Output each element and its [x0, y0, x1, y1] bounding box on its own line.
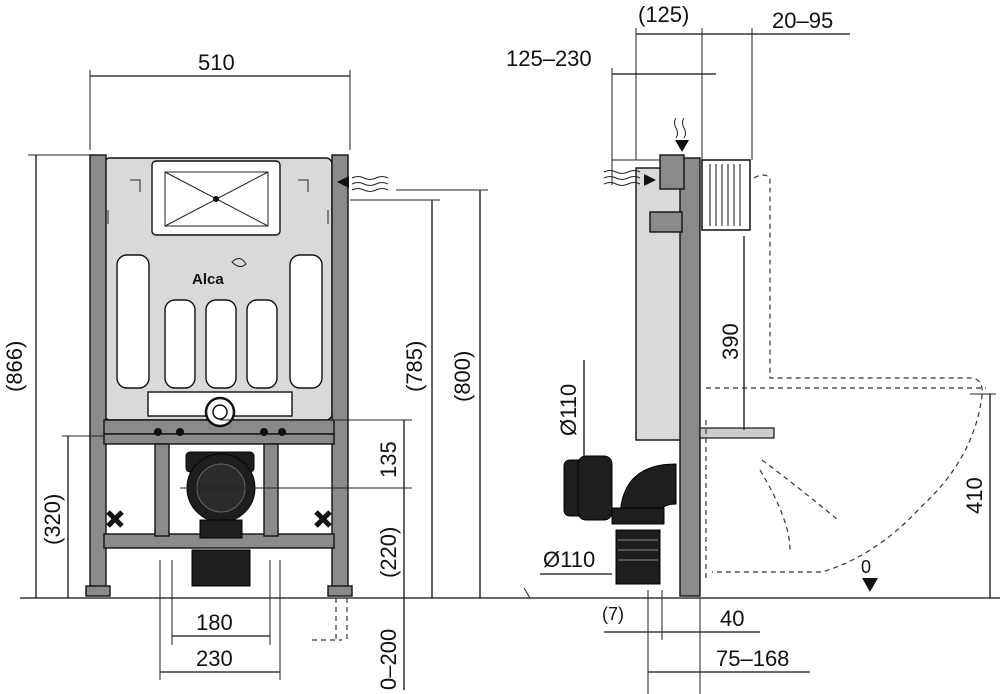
- drain-elbow-flange: [611, 507, 665, 525]
- dim-height-800: (800): [450, 351, 475, 402]
- side-frame-upright: [679, 157, 701, 597]
- top-inlet-arrow-icon: [675, 140, 689, 152]
- bird-logo-icon: [231, 258, 247, 268]
- dim-width-230: 230: [196, 646, 233, 671]
- dim-range-0-200: 0–200: [376, 629, 401, 690]
- frame-left-foot: [85, 585, 111, 597]
- dim-pipe-110-top: Ø110: [556, 384, 581, 436]
- alca-logo: Alca: [192, 271, 224, 288]
- dim-depth-125: (125): [638, 2, 689, 27]
- side-dimensions: (125) 20–95 125–230 390 410 Ø110 Ø110 (7…: [506, 2, 996, 694]
- dim-offset-40: 40: [720, 606, 744, 631]
- dim-width-510: 510: [198, 50, 235, 75]
- wc-mounting-rod: [699, 427, 775, 439]
- dim-range-125-230: 125–230: [506, 46, 592, 71]
- pipe-connector-110-collar: [577, 455, 613, 521]
- drain-pipe-bottom: [191, 549, 251, 587]
- frame-left-upright: [89, 154, 107, 594]
- dim-range-75-168: 75–168: [716, 646, 789, 671]
- dim-height-785: (785): [402, 341, 427, 392]
- frame-crossbar-middle: [103, 433, 335, 445]
- side-top-cap: [659, 154, 685, 190]
- tank-window: [205, 299, 237, 389]
- floor-zero-arrow-icon: [862, 578, 878, 592]
- frame-inner-post: [263, 443, 279, 537]
- side-cistern: [635, 167, 685, 441]
- water-inlet-arrow-icon: [337, 176, 349, 188]
- dim-height-220: (220): [376, 527, 401, 578]
- front-view: Alca: [85, 154, 389, 641]
- dim-height-390: 390: [718, 323, 743, 360]
- dim-height-866: (866): [2, 341, 27, 392]
- dim-range-20-95: 20–95: [772, 8, 833, 33]
- dim-width-180: 180: [196, 610, 233, 635]
- water-flow-icon: [351, 176, 389, 192]
- frame-right-upright: [331, 154, 349, 594]
- side-water-flow-icon: [603, 170, 641, 186]
- tank-window: [289, 254, 323, 389]
- wc-inner-bowl: [761, 459, 839, 521]
- tank-window: [164, 299, 196, 389]
- top-flow-icon: [674, 117, 686, 139]
- tank-window: [116, 254, 150, 389]
- tank-window: [246, 299, 278, 389]
- wc-bowl-outline: [712, 174, 983, 573]
- anchor-bracket: [314, 510, 332, 528]
- drain-pipe-neck: [199, 519, 243, 539]
- frame-inner-post: [154, 443, 170, 537]
- drain-pipe-side-bottom: [615, 529, 661, 585]
- frame-right-foot: [327, 585, 353, 597]
- anchor-bracket: [106, 510, 124, 528]
- dim-spacing-135: 135: [376, 441, 401, 478]
- floor-zero-label: 0: [861, 557, 871, 577]
- flush-plate-box: [701, 159, 751, 231]
- dim-height-320: (320): [40, 494, 65, 545]
- front-dimensions: 510 (866) (320) (785) (800) 135 (220) 0–…: [2, 50, 488, 690]
- side-bracket: [649, 211, 683, 233]
- adjustable-feet-extension: [312, 598, 348, 641]
- dim-pipe-110-bottom: Ø110: [543, 547, 595, 572]
- side-view: 0: [563, 117, 986, 597]
- dim-gap-7: (7): [602, 604, 624, 624]
- side-water-inlet-arrow-icon: [644, 174, 656, 186]
- dim-height-410: 410: [962, 477, 987, 514]
